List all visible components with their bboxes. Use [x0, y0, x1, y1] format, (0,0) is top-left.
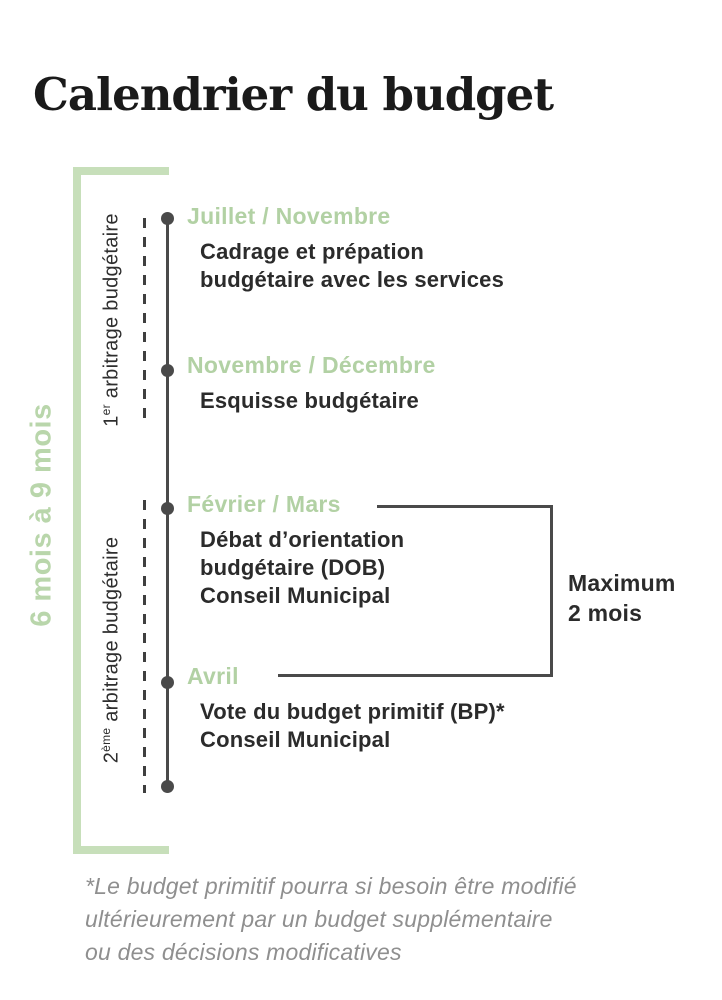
phase-2-dashed-line [143, 500, 146, 793]
timeline-event: Avril Vote du budget primitif (BP)* Cons… [187, 663, 505, 754]
event-date: Novembre / Décembre [187, 352, 436, 378]
timeline-dot-end [161, 780, 174, 793]
max-duration-bracket-right [550, 505, 553, 677]
phase-label-first-arbitration: 1er arbitrage budgétaire [98, 213, 124, 427]
timeline-dot-novembre-decembre [161, 364, 174, 377]
phase-1-dashed-line [143, 218, 146, 422]
phase-label-second-arbitration: 2ème arbitrage budgétaire [98, 536, 124, 764]
phase-2-text: arbitrage budgétaire [100, 536, 123, 728]
timeline-dot-juillet-novembre [161, 212, 174, 225]
max-duration-bracket-bottom [278, 674, 553, 677]
event-description: Vote du budget primitif (BP)* Conseil Mu… [200, 699, 505, 752]
page-title: Calendrier du budget [33, 68, 554, 122]
timeline-event: Février / Mars Débat d’orientation budgé… [187, 491, 404, 610]
timeline-dot-avril [161, 676, 174, 689]
max-duration-label: Maximum 2 mois [568, 570, 676, 626]
event-date: Février / Mars [187, 491, 341, 517]
event-description: Esquisse budgétaire [200, 388, 419, 413]
max-duration-bracket-top [377, 505, 553, 508]
event-date: Juillet / Novembre [187, 203, 391, 229]
duration-bracket-shape [73, 167, 169, 854]
timeline-dot-fevrier-mars [161, 502, 174, 515]
event-date: Avril [187, 663, 239, 689]
event-description: Débat d’orientation budgétaire (DOB) Con… [200, 527, 405, 608]
phase-2-num: 2 [100, 751, 123, 764]
footnote: *Le budget primitif pourra si besoin êtr… [85, 873, 577, 965]
phase-1-ordinal-suffix: er [98, 404, 113, 416]
event-description: Cadrage et prépation budgétaire avec les… [200, 239, 505, 292]
phase-1-num: 1 [100, 415, 123, 427]
timeline-event: Novembre / Décembre Esquisse budgétaire [187, 352, 436, 415]
timeline-event: Juillet / Novembre Cadrage et prépation … [187, 203, 504, 294]
duration-label: 6 mois à 9 mois [25, 403, 58, 627]
phase-2-ordinal-suffix: ème [98, 727, 113, 752]
phase-1-text: arbitrage budgétaire [100, 213, 123, 405]
